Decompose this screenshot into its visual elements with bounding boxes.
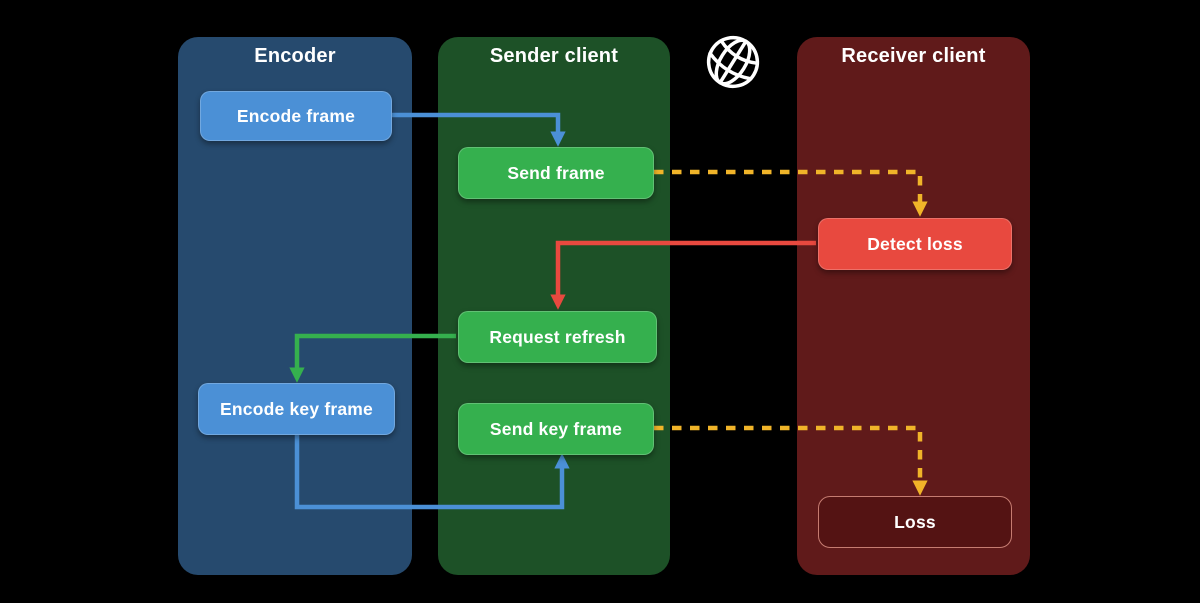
request-refresh-node: Request refresh [458, 311, 657, 363]
send-key-frame-node: Send key frame [458, 403, 654, 455]
receiver-client-column-title: Receiver client [841, 45, 986, 67]
globe-icon [704, 33, 762, 91]
encode-key-frame-node: Encode key frame [198, 383, 395, 435]
sender-client-column: Sender client [438, 37, 670, 575]
send-frame-node: Send frame [458, 147, 654, 199]
detect-loss-node: Detect loss [818, 218, 1012, 270]
encoder-column-title: Encoder [254, 45, 336, 67]
encode-frame-node: Encode frame [200, 91, 392, 141]
loss-node: Loss [818, 496, 1012, 548]
globe-icon-svg [706, 35, 760, 89]
sender-client-column-title: Sender client [489, 45, 619, 67]
receiver-client-column: Receiver client [797, 37, 1030, 575]
